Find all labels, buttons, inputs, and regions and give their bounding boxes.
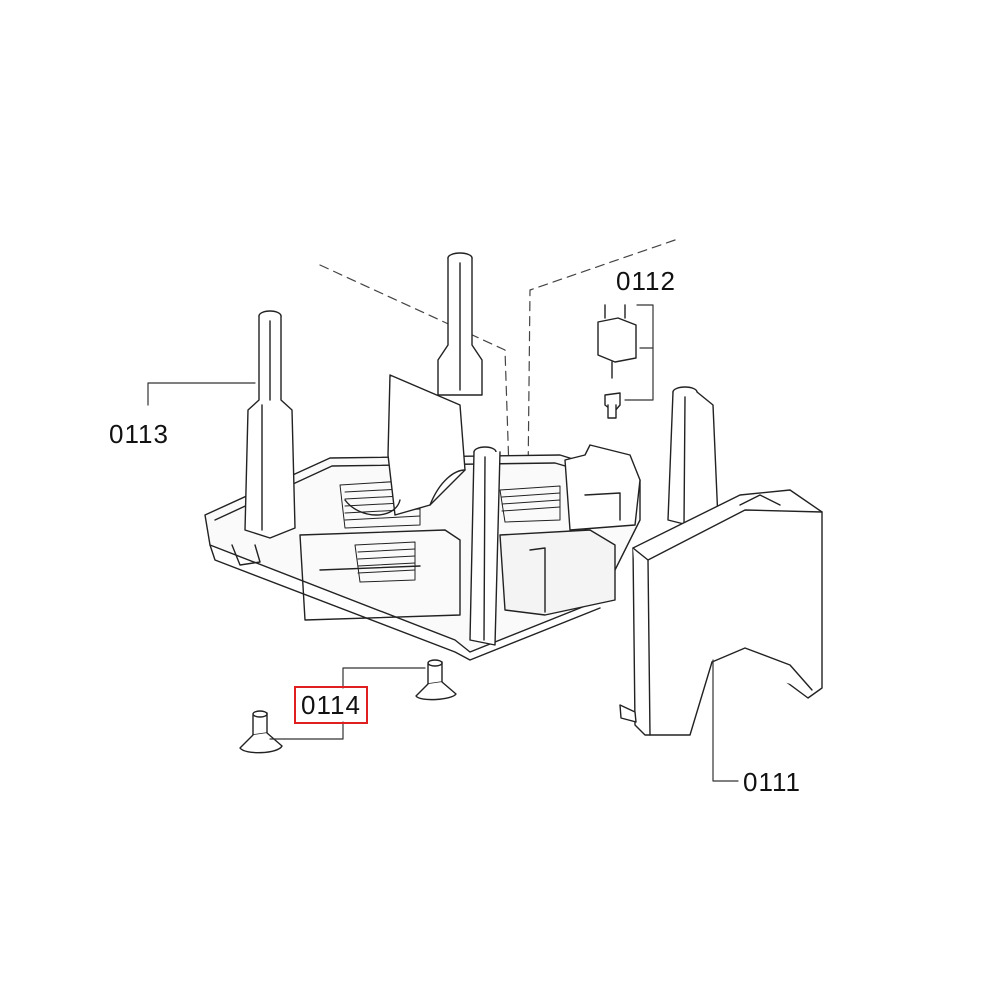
leader-0111: [712, 659, 739, 782]
side-cover: [619, 489, 823, 736]
leader-0112-connector: [636, 304, 654, 349]
leader-0114-lower: [269, 721, 344, 740]
base-tray: [204, 374, 641, 661]
leader-lines: [147, 304, 739, 782]
callout-0114-highlighted[interactable]: 0114: [294, 686, 368, 724]
leader-0113: [147, 382, 256, 406]
leader-0112-screw: [624, 347, 654, 401]
tray-grille: [339, 479, 561, 583]
connector-parts: [597, 304, 637, 419]
callout-0112: 0112: [616, 266, 676, 296]
callout-0113: 0113: [109, 419, 169, 449]
assembly-dash-lines: [319, 239, 676, 501]
leader-0114-upper: [342, 667, 426, 689]
feet-parts: [239, 659, 457, 754]
callout-0111: 0111: [743, 767, 801, 797]
support-posts: [244, 252, 719, 646]
